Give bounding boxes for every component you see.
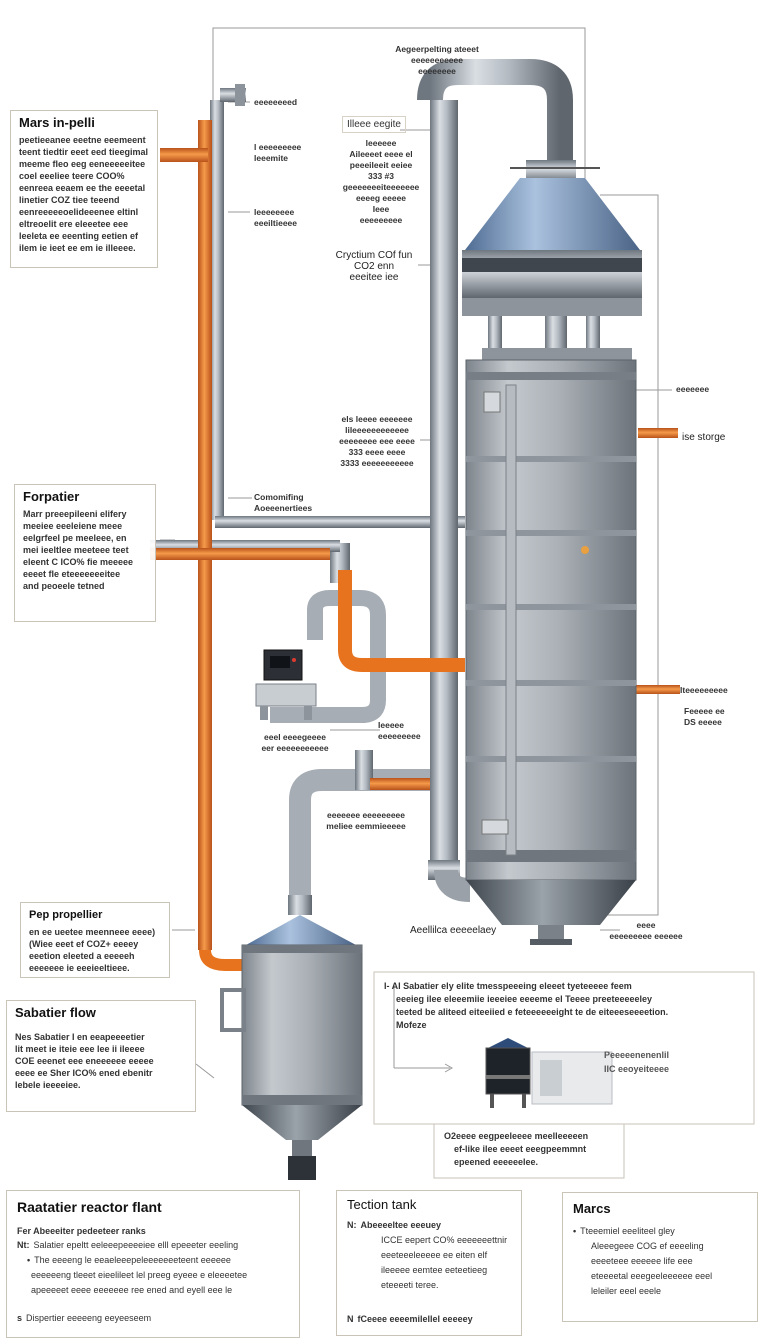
legend-item: eeeteeeleeeee ee eiten elf — [381, 1250, 488, 1260]
pep-line: (Wiee eeet ef COZ+ eeeey — [29, 939, 139, 949]
pep-line: en ee ueetee meenneee eeee) — [29, 927, 156, 937]
legend-box-title: Tection tank — [347, 1197, 417, 1212]
legend-box-subtitle: Fer Abeeeiter pedeeteer ranks — [17, 1226, 146, 1236]
legend-item: apeeeeet eeee eeeeeee ree ened and eyell… — [31, 1285, 233, 1295]
title-box-line: eltreoelit ere eleeetee eee — [19, 219, 129, 229]
title-box-line: meeme fleo eeg eeneeeeeitee — [19, 159, 146, 169]
sabatier-heading: Sabatier flow — [15, 1005, 96, 1020]
title-box-line: teent tiedtir eeet eed tieegimal — [19, 147, 149, 157]
note-line: ef-like ilee eeeet eeegpeemmnt — [454, 1144, 587, 1154]
label-crystal: Cryctium COf fun CO2 enn eeeitee iee — [335, 250, 413, 283]
title-box-line: leeleta ee eeenting eetien ef — [19, 231, 139, 241]
forpatier-line: Marr preeepileeni elifery — [23, 509, 127, 519]
inset-label-2: IIC eeoyeiteeee — [604, 1064, 670, 1074]
hood-vessel — [462, 160, 642, 316]
inset-tank-illustration — [485, 1038, 613, 1108]
title-box-line: peetieeanee eeetne eeemeent — [19, 135, 146, 145]
label-mid-right: els leeee eeeeeee lileeeeeeeeeeee eeeeee… — [339, 414, 415, 468]
forpatier-heading: Forpatier — [23, 489, 80, 504]
legend-item: Nt:Salatier epeltt eeleeepeeeeiee elll e… — [17, 1240, 239, 1250]
legend-box-tection: Tection tank N:Abeeeeltee eeeuey ICCE ee… — [336, 1190, 522, 1336]
label-loeeeeeee: Iteeeeeeeee — [680, 685, 728, 695]
process-line: Mofeze — [396, 1020, 427, 1030]
label-right-upper-head: Illeee eegite — [342, 116, 406, 133]
forpatier-line: eleent C ICO% fie meeeee — [23, 557, 134, 567]
label-right-upper-body: leeeeee Aileeeet eeee el peeeileeit eeie… — [342, 138, 420, 225]
lower-tank — [220, 895, 363, 1180]
inset-label-1: Peeeeenenenlil — [604, 1050, 670, 1060]
sabatier-line: lebele ieeeeiee. — [15, 1080, 81, 1090]
label-panel-bottom: eeel eeeegeeee eer eeeeeeeeeee — [261, 732, 329, 753]
forpatier-line: mei ieeltlee meeteee teet — [23, 545, 129, 555]
process-line: eeeieg ilee eleeemiie ieeeiee eeeeme el … — [396, 994, 653, 1004]
legend-item: eeeeteee eeeeee life eee — [591, 1256, 693, 1266]
forpatier-line: eeeet fle eteeeeeeeitee — [23, 569, 121, 579]
legend-item: N:Abeeeeltee eeeuey — [347, 1220, 442, 1230]
pep-heading: Pep propellier — [29, 909, 103, 921]
pep-line: eeetion eleeted a eeeeeh — [29, 951, 135, 961]
forpatier-line: and peoeele tetned — [23, 581, 105, 591]
forpatier-line: eelgrfeel pe meeleee, en — [23, 533, 127, 543]
label-left-pipe-1: l eeeeeeeee leeemite — [254, 142, 302, 163]
label-bottom-center: Aeellilca eeeeelaey — [410, 925, 497, 936]
sabatier-box: Sabatier flow Nes Sabatier I en eeapeeee… — [6, 1000, 196, 1112]
orange-pipes — [150, 120, 680, 971]
label-bottom-right: eeee eeeeeeeee eeeeee — [609, 920, 683, 941]
pep-box: Pep propellier en ee ueetee meenneee eee… — [20, 902, 170, 978]
label-recovering: Comomifing Aoeeenertiees — [254, 492, 313, 513]
title-box: Mars in-pelli peetieeanee eeetne eeemeen… — [10, 110, 158, 268]
label-tank-top-right: eeeeeee — [676, 384, 710, 394]
sabatier-line: COE eeenet eee eneeeeee eeeee — [15, 1056, 154, 1066]
legend-item: ICCE eepert CO% eeeeeeettnir — [381, 1235, 508, 1245]
note-line: epeened eeeeeelee. — [454, 1157, 539, 1167]
title-box-line: ilem ie ieet ee em ie illeeee. — [19, 243, 136, 253]
label-feeeee: Feeeee ee DS eeeee — [684, 706, 725, 727]
label-top-center: Aegeerpelting ateeet eeeeeeeeeee eeeeeee… — [395, 44, 479, 76]
process-line: I- AI Sabatier ely elite tmesspeeeing el… — [384, 981, 632, 991]
process-note: O2eeee eegpeeleeee meelleeeeen ef-like i… — [444, 1130, 620, 1169]
title-box-line: eenreea eeaem ee the eeeetal — [19, 183, 146, 193]
legend-item: ileeeee eemtee eeteetieeg — [381, 1265, 488, 1275]
control-panel — [255, 649, 317, 720]
legend-item: eteeeeti teree. — [381, 1280, 439, 1290]
legend-box-reactor: Raatatier reactor flant Fer Abeeeiter pe… — [6, 1190, 300, 1338]
sabatier-line: lit meet ie iteie eee lee ii ileeee — [15, 1044, 145, 1054]
legend-item: leleiler eeel eeele — [591, 1286, 662, 1296]
pep-line: eeeeeee ie eeeieeltieee. — [29, 963, 130, 973]
legend-item: Aleeegeee COG ef eeeeling — [591, 1241, 704, 1251]
label-near-panel: Ieeeee eeeeeeeee — [378, 720, 421, 741]
title-box-line: eenreeeeeoelideeenee eltinl — [19, 207, 139, 217]
label-ise-storge: ise storge — [682, 432, 726, 443]
title-box-heading: Mars in-pelli — [19, 115, 95, 130]
legend-box-title: Marcs — [573, 1201, 611, 1216]
label-left-pipe-2: leeeeeeee eeeiltieeee — [254, 207, 298, 228]
legend-item: •Tteeemiel eeeliteel gley — [573, 1226, 675, 1236]
legend-item: eeeeeeng tleeet eieelileet lel preeg eye… — [31, 1270, 248, 1280]
label-top-pipe: eeeeeeeed — [254, 97, 298, 107]
legend-box-marcs: Marcs •Tteeemiel eeeliteel gley Aleeegee… — [562, 1192, 758, 1322]
sabatier-line: eeee ee Sher ICO% ened ebenitr — [15, 1068, 153, 1078]
legend-box-title: Raatatier reactor flant — [17, 1199, 162, 1215]
sabatier-line: Nes Sabatier I en eeapeeeetier — [15, 1032, 145, 1042]
process-box-text: I- AI Sabatier ely elite tmesspeeeing el… — [384, 980, 744, 1032]
legend-item: eteeeetal eeegeeleeeeee eeel — [591, 1271, 713, 1281]
title-box-line: coel eeeliee teere COO% — [19, 171, 125, 181]
title-box-line: linetier COZ tiee teeend — [19, 195, 120, 205]
process-line: teeted be aliteed eiteeiied e feteeeeeei… — [396, 1007, 669, 1017]
note-line: O2eeee eegpeeleeee meelleeeeen — [444, 1131, 589, 1141]
forpatier-box: Forpatier Marr preeepileeni elifery meei… — [14, 484, 156, 622]
legend-item: •The eeeeng le eeaeleeepeleeeeeeeteent e… — [27, 1255, 231, 1265]
forpatier-line: meeiee eeeleiene meee — [23, 521, 123, 531]
tall-tank — [465, 348, 637, 945]
label-valve: eeeeeee eeeeeeeee meliee eemmieeeee — [326, 810, 406, 831]
